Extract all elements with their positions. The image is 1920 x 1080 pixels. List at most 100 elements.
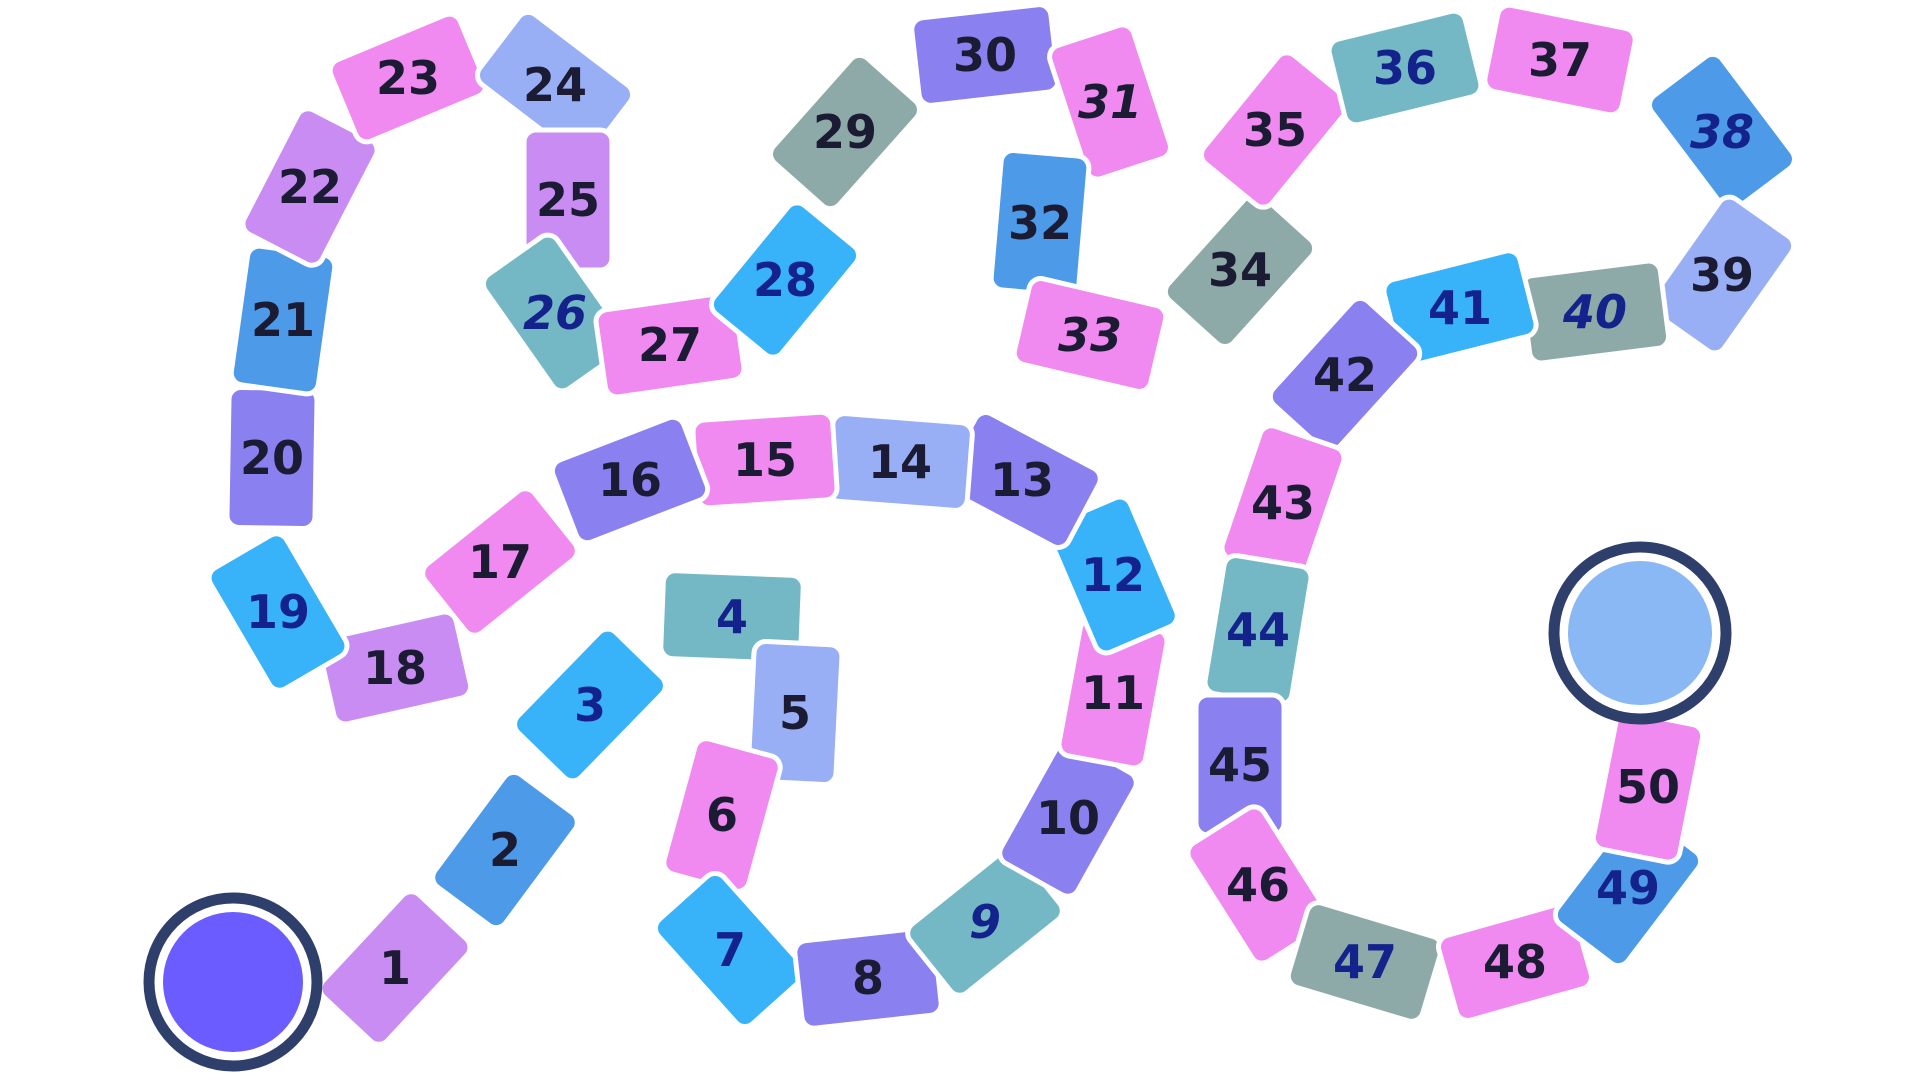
board-tile-12[interactable]: 12 — [1045, 493, 1181, 656]
board-tile-43[interactable]: 43 — [1219, 423, 1347, 584]
board-tile-11[interactable]: 11 — [1056, 615, 1170, 771]
tile-number: 6 — [706, 788, 738, 842]
board-tile-19[interactable]: 19 — [205, 529, 352, 694]
tile-background — [1285, 900, 1445, 1024]
tile-number: 1 — [379, 941, 411, 995]
tile-background — [206, 531, 350, 693]
tile-number: 49 — [1596, 861, 1660, 915]
tile-number: 4 — [716, 590, 748, 644]
tile-number: 27 — [638, 318, 702, 372]
tile-number: 36 — [1373, 41, 1437, 95]
board-tile-48[interactable]: 48 — [1436, 900, 1595, 1024]
tile-number: 8 — [852, 951, 884, 1005]
board-tile-40[interactable]: 40 — [1518, 258, 1672, 366]
tile-background — [1162, 191, 1318, 349]
tile-background — [549, 414, 711, 546]
tile-number: 30 — [953, 28, 1017, 82]
tile-background — [317, 889, 473, 1047]
tile-number: 48 — [1483, 935, 1547, 989]
start-circle-fill — [163, 912, 303, 1052]
board-tile-32[interactable]: 32 — [988, 147, 1092, 299]
tile-background — [1199, 50, 1351, 210]
tile-number: 38 — [1690, 105, 1754, 159]
tile-number: 21 — [251, 293, 315, 347]
board-tile-26[interactable]: 26 — [479, 230, 632, 395]
tile-number: 28 — [753, 253, 817, 307]
board-tile-31[interactable]: 31 — [1046, 22, 1173, 182]
board-tile-42[interactable]: 42 — [1265, 294, 1424, 457]
tile-background — [1047, 22, 1173, 182]
board-tile-2[interactable]: 2 — [428, 768, 582, 933]
tile-number: 26 — [523, 286, 587, 340]
tile-number: 34 — [1208, 243, 1272, 297]
board-tile-41[interactable]: 41 — [1381, 248, 1539, 368]
board-tile-24[interactable]: 24 — [473, 8, 638, 163]
board-tile-9[interactable]: 9 — [903, 844, 1067, 1000]
board-tile-30[interactable]: 30 — [909, 2, 1061, 108]
tile-number: 24 — [523, 58, 587, 112]
board-tile-39[interactable]: 39 — [1646, 192, 1799, 357]
board-tile-47[interactable]: 47 — [1285, 900, 1445, 1024]
board-tile-28[interactable]: 28 — [707, 198, 864, 362]
tile-number: 22 — [278, 160, 342, 214]
board-tile-33[interactable]: 33 — [1011, 276, 1169, 394]
tile-number: 15 — [733, 433, 797, 487]
board-tile-16[interactable]: 16 — [549, 414, 711, 546]
tile-background — [745, 638, 845, 788]
board-tile-37[interactable]: 37 — [1482, 2, 1638, 118]
finish-circle[interactable] — [1548, 541, 1732, 725]
board-tile-34[interactable]: 34 — [1160, 189, 1319, 352]
board-tile-20[interactable]: 20 — [224, 384, 320, 532]
tile-number: 37 — [1528, 33, 1592, 87]
board-tile-38[interactable]: 38 — [1645, 50, 1800, 215]
tile-number: 50 — [1616, 760, 1680, 814]
board-tile-6[interactable]: 6 — [661, 736, 783, 894]
tile-background — [1647, 51, 1797, 213]
board-tile-50[interactable]: 50 — [1590, 709, 1706, 865]
tile-background — [1326, 8, 1484, 128]
board-tile-17[interactable]: 17 — [418, 484, 582, 640]
board-tile-14[interactable]: 14 — [825, 411, 975, 513]
board-tile-3[interactable]: 3 — [510, 624, 671, 786]
tile-number: 31 — [1078, 75, 1142, 129]
board-tile-23[interactable]: 23 — [326, 10, 489, 145]
tile-background — [316, 609, 474, 727]
board-tile-1[interactable]: 1 — [315, 887, 475, 1049]
tile-number: 42 — [1313, 348, 1377, 402]
tile-number: 39 — [1690, 248, 1754, 302]
tile-number: 23 — [376, 51, 440, 105]
tile-number: 33 — [1058, 308, 1122, 362]
tile-number: 13 — [990, 453, 1054, 507]
tile-number: 7 — [714, 923, 746, 977]
tile-background — [1647, 194, 1797, 356]
board-tile-7[interactable]: 7 — [651, 869, 810, 1032]
board-tile-29[interactable]: 29 — [766, 50, 925, 213]
tile-number: 2 — [489, 823, 521, 877]
tile-background — [480, 232, 630, 394]
board-tile-22[interactable]: 22 — [239, 105, 381, 270]
tile-background — [474, 9, 636, 161]
tile-background — [1267, 296, 1423, 454]
tile-number: 35 — [1243, 103, 1307, 157]
board-tile-15[interactable]: 15 — [690, 409, 840, 511]
tile-number: 10 — [1036, 791, 1100, 845]
tile-number: 41 — [1428, 281, 1492, 335]
tile-number: 47 — [1333, 935, 1397, 989]
start-circle[interactable] — [143, 892, 323, 1072]
tile-number: 29 — [813, 105, 877, 159]
tile-number: 16 — [598, 453, 662, 507]
tile-background — [768, 52, 922, 212]
tile-number: 25 — [536, 173, 600, 227]
board-tile-35[interactable]: 35 — [1197, 48, 1354, 212]
board-tile-44[interactable]: 44 — [1202, 553, 1314, 707]
board-tile-5[interactable]: 5 — [745, 638, 845, 788]
tile-number: 40 — [1562, 285, 1627, 339]
board-tile-21[interactable]: 21 — [228, 243, 338, 397]
tile-number: 46 — [1226, 858, 1290, 912]
tile-number: 9 — [969, 895, 1001, 949]
tile-number: 44 — [1226, 603, 1290, 657]
board-tile-36[interactable]: 36 — [1326, 8, 1484, 128]
tile-background — [420, 486, 580, 638]
tile-number: 12 — [1081, 548, 1145, 602]
board-tile-18[interactable]: 18 — [316, 609, 474, 727]
